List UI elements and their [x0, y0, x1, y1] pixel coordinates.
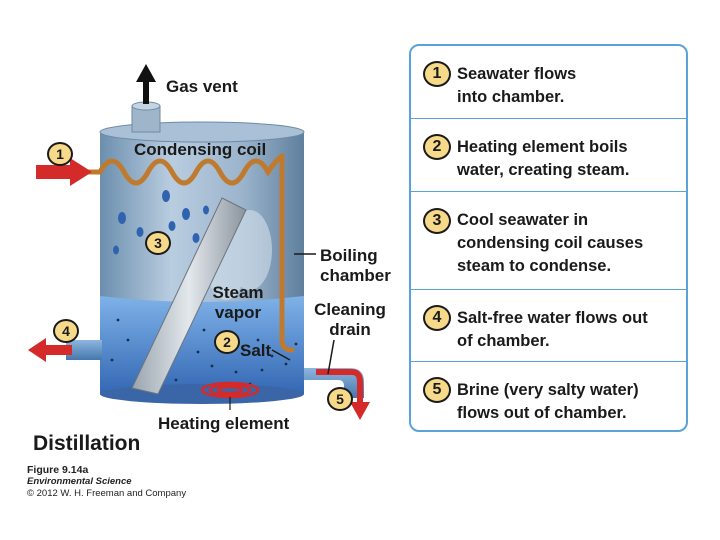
step-3: 3 Cool seawater in condensing coil cause… [411, 191, 686, 289]
fresh-water-outlet [28, 338, 102, 362]
callout-3-badge: 3 [145, 231, 171, 255]
figure-number: Figure 9.14a [27, 464, 89, 476]
step-number: 4 [423, 305, 451, 331]
step-text: Cool seawater in condensing coil causes … [457, 211, 644, 275]
step-number: 1 [423, 61, 451, 87]
step-number: 5 [423, 377, 451, 403]
step-number: 2 [423, 134, 451, 160]
gas-vent-pipe [131, 64, 161, 133]
step-text: Salt-free water flows out of chamber. [457, 309, 648, 350]
collection-plate [131, 197, 247, 395]
heating-element [200, 381, 260, 410]
callout-5-badge: 5 [327, 387, 353, 411]
callout-1-badge: 1 [47, 142, 73, 166]
step-text: Heating element boils water, creating st… [457, 138, 630, 179]
figure-credit: Figure 9.14a Environmental Science © 201… [27, 464, 186, 500]
condensing-coil-label: Condensing coil [134, 140, 267, 159]
book-title: Environmental Science [27, 476, 132, 487]
leader-lines [271, 253, 335, 375]
copyright-line: © 2012 W. H. Freeman and Company [27, 488, 187, 499]
step-text: Brine (very salty water) flows out of ch… [457, 381, 639, 422]
step-text: Seawater flows into chamber. [457, 65, 577, 106]
step-5: 5 Brine (very salty water) flows out of … [411, 361, 686, 430]
gas-vent-arrow [136, 64, 156, 82]
steps-panel: 1 Seawater flows into chamber. 2 Heating… [409, 44, 688, 432]
step-number: 3 [423, 208, 451, 234]
step-4: 4 Salt-free water flows out of chamber. [411, 289, 686, 361]
step-2: 2 Heating element boils water, creating … [411, 118, 686, 191]
figure-title: Distillation [33, 432, 141, 455]
steam-vapor-label: Steam vapor [212, 283, 264, 322]
callout-4-badge: 4 [53, 319, 79, 343]
seawater-inflow-arrow [36, 158, 92, 186]
step-1: 1 Seawater flows into chamber. [411, 46, 686, 118]
boiling-chamber-label: Boiling chamber [320, 246, 391, 285]
salt-label: Salt [240, 341, 272, 360]
gas-vent-label: Gas vent [166, 77, 238, 96]
condensing-coil [63, 153, 295, 353]
condensation-droplets [113, 190, 209, 255]
cleaning-drain-label: Cleaning drain [314, 300, 386, 339]
callout-2-badge: 2 [214, 330, 240, 354]
heating-element-label: Heating element [158, 414, 290, 433]
